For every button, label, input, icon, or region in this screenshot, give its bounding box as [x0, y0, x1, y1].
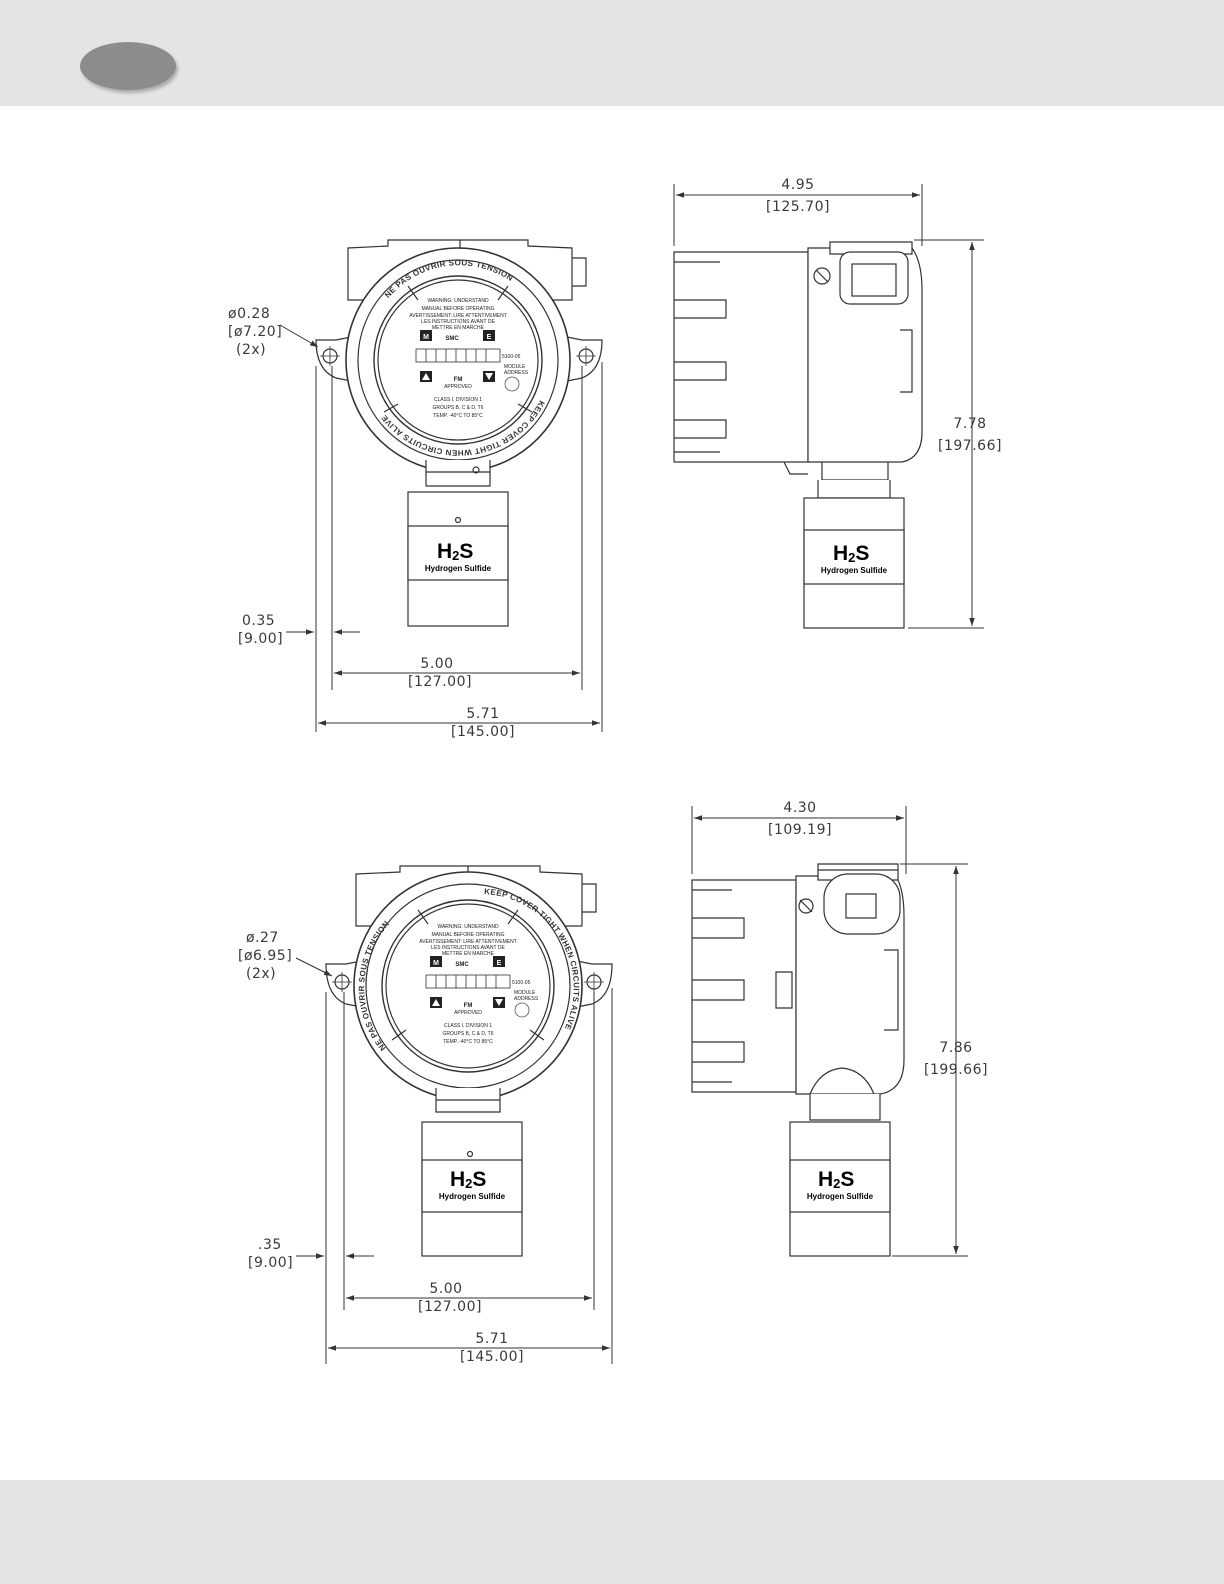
- svg-text:ADDRESS: ADDRESS: [504, 370, 529, 376]
- hole-dia-bottom: ø.27: [246, 930, 279, 946]
- faceplate-bottom: WARNING: UNDERSTAND MANUAL BEFORE OPERAT…: [419, 924, 539, 1045]
- header-band: [0, 0, 1224, 106]
- svg-text:M: M: [433, 960, 439, 967]
- height-mm-top-side: [197.66]: [938, 438, 1002, 454]
- svg-text:H2S: H2S: [818, 1168, 854, 1191]
- offset-mm-bottom: [9.00]: [248, 1255, 293, 1271]
- faceplate-top: WARNING: UNDERSTAND MANUAL BEFORE OPERAT…: [409, 298, 529, 419]
- svg-text:MODULE: MODULE: [514, 990, 536, 996]
- svg-text:M: M: [423, 334, 429, 341]
- svg-text:Hydrogen Sulfide: Hydrogen Sulfide: [821, 566, 888, 575]
- top-front-view: [315, 239, 603, 627]
- svg-text:GROUPS B, C & D, T6: GROUPS B, C & D, T6: [442, 1031, 493, 1037]
- sensor-label-top-front: H2S Hydrogen Sulfide: [425, 540, 492, 573]
- bottom-side-dimension-lines: [691, 806, 968, 1257]
- svg-text:TEMP. -40°C TO 85°C: TEMP. -40°C TO 85°C: [443, 1039, 493, 1045]
- height-bottom-side: 7.86: [939, 1040, 972, 1056]
- svg-text:Hydrogen Sulfide: Hydrogen Sulfide: [425, 564, 492, 573]
- svg-text:Hydrogen Sulfide: Hydrogen Sulfide: [439, 1192, 506, 1201]
- svg-text:5100-05: 5100-05: [502, 354, 521, 360]
- hole-spacing-mm-top: [127.00]: [408, 674, 472, 690]
- offset-mm-top: [9.00]: [238, 631, 283, 647]
- svg-text:WARNING: UNDERSTAND: WARNING: UNDERSTAND: [437, 924, 499, 930]
- sensor-label-bottom-side: H2S Hydrogen Sulfide: [807, 1168, 874, 1201]
- hole-dia-mm-top: [ø7.20]: [228, 324, 282, 340]
- page-tab-marker: [80, 42, 176, 90]
- svg-text:E: E: [497, 960, 502, 967]
- top-side-view: [673, 241, 923, 629]
- svg-text:GROUPS B, C & D, T6: GROUPS B, C & D, T6: [432, 405, 483, 411]
- svg-text:Hydrogen Sulfide: Hydrogen Sulfide: [807, 1192, 874, 1201]
- depth-top-side: 4.95: [781, 177, 814, 193]
- depth-mm-bottom-side: [109.19]: [768, 822, 832, 838]
- overall-width-bottom: 5.71: [475, 1331, 508, 1347]
- svg-text:H2S: H2S: [437, 540, 473, 563]
- offset-bottom: .35: [258, 1237, 282, 1253]
- svg-text:TEMP. -40°C TO 85°C: TEMP. -40°C TO 85°C: [433, 413, 483, 419]
- footer-band: [0, 1480, 1224, 1584]
- svg-text:FM: FM: [464, 1003, 473, 1009]
- hole-spacing-bottom: 5.00: [429, 1281, 462, 1297]
- top-front-dimension-lines: [279, 324, 603, 732]
- svg-text:H2S: H2S: [833, 542, 869, 565]
- overall-width-top: 5.71: [466, 706, 499, 722]
- svg-text:H2S: H2S: [450, 1168, 486, 1191]
- top-side-dimension-lines: [673, 184, 984, 629]
- hole-qty-top: (2x): [236, 342, 266, 358]
- svg-text:MODULE: MODULE: [504, 364, 526, 370]
- hole-qty-bottom: (2x): [246, 966, 276, 982]
- svg-text:E: E: [487, 334, 492, 341]
- svg-text:MANUAL BEFORE OPERATING: MANUAL BEFORE OPERATING: [421, 306, 494, 312]
- svg-text:APPROVED: APPROVED: [444, 384, 472, 390]
- svg-text:SMC: SMC: [455, 962, 469, 968]
- svg-text:LES INSTRUCTIONS AVANT DE: LES INSTRUCTIONS AVANT DE: [421, 319, 495, 325]
- bottom-front-dimension-lines: [295, 957, 613, 1364]
- svg-text:MANUAL BEFORE OPERATING: MANUAL BEFORE OPERATING: [431, 932, 504, 938]
- overall-width-mm-top: [145.00]: [451, 724, 515, 740]
- svg-text:AVERTISSEMENT: LIRE ATTENTIVEM: AVERTISSEMENT: LIRE ATTENTIVEMENT: [409, 313, 507, 319]
- svg-text:CLASS I, DIVISION 1: CLASS I, DIVISION 1: [444, 1023, 492, 1029]
- overall-width-mm-bottom: [145.00]: [460, 1349, 524, 1365]
- hole-spacing-mm-bottom: [127.00]: [418, 1299, 482, 1315]
- svg-text:METTRE EN MARCHE: METTRE EN MARCHE: [432, 325, 485, 331]
- height-mm-bottom-side: [199.66]: [924, 1062, 988, 1078]
- depth-mm-top-side: [125.70]: [766, 199, 830, 215]
- height-top-side: 7.78: [953, 416, 986, 432]
- svg-text:5100-05: 5100-05: [512, 980, 531, 986]
- svg-text:SMC: SMC: [445, 336, 459, 342]
- sensor-label-bottom-front: H2S Hydrogen Sulfide: [439, 1168, 506, 1201]
- svg-text:CLASS I, DIVISION 1: CLASS I, DIVISION 1: [434, 397, 482, 403]
- svg-text:METTRE EN MARCHE: METTRE EN MARCHE: [442, 951, 495, 957]
- offset-top: 0.35: [242, 613, 275, 629]
- bottom-side-view: [691, 863, 905, 1257]
- bottom-front-view: [325, 865, 613, 1257]
- sensor-label-top-side: H2S Hydrogen Sulfide: [821, 542, 888, 575]
- svg-text:LES INSTRUCTIONS AVANT DE: LES INSTRUCTIONS AVANT DE: [431, 945, 505, 951]
- svg-text:ADDRESS: ADDRESS: [514, 996, 539, 1002]
- hole-spacing-top: 5.00: [420, 656, 453, 672]
- hole-dia-top: ø0.28: [228, 306, 270, 322]
- svg-text:WARNING: UNDERSTAND: WARNING: UNDERSTAND: [427, 298, 489, 304]
- depth-bottom-side: 4.30: [783, 800, 816, 816]
- hole-dia-mm-bottom: [ø6.95]: [238, 948, 292, 964]
- svg-text:APPROVED: APPROVED: [454, 1010, 482, 1016]
- svg-text:AVERTISSEMENT: LIRE ATTENTIVEM: AVERTISSEMENT: LIRE ATTENTIVEMENT: [419, 939, 517, 945]
- svg-text:FM: FM: [454, 377, 463, 383]
